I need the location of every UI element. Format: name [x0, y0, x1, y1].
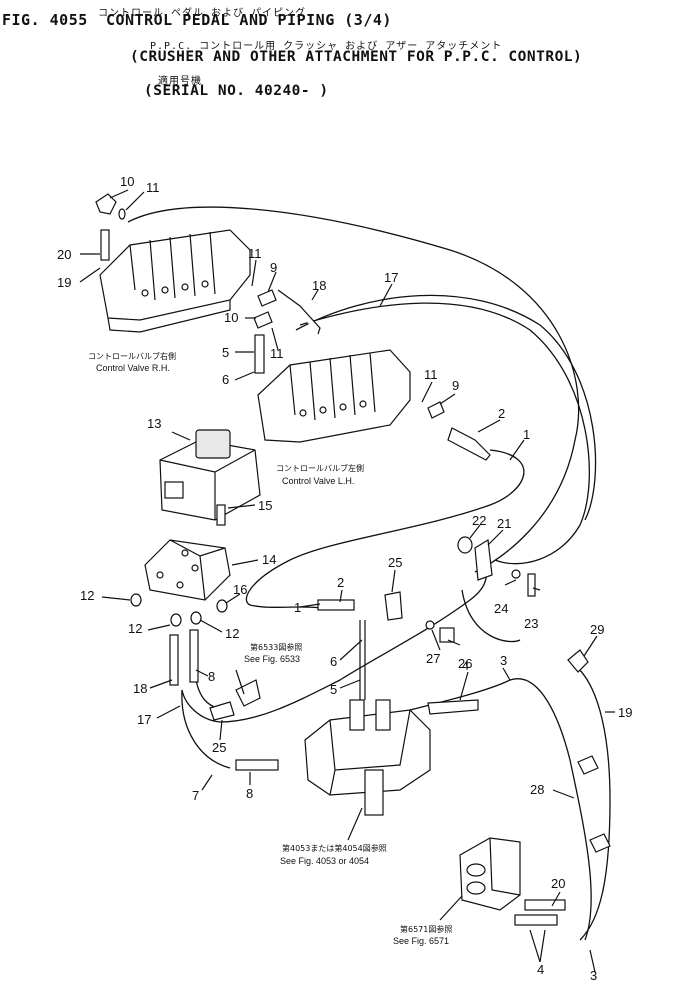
part-number: 12	[128, 621, 142, 636]
part-number: 10	[224, 310, 238, 325]
block-14	[144, 539, 231, 601]
caption-fig6533: See Fig. 6533	[244, 654, 300, 664]
hose-7	[181, 689, 231, 769]
part-number: 2	[337, 575, 344, 590]
part-number: 6	[222, 372, 229, 387]
part-number: 19	[57, 275, 71, 290]
part-number: 11	[424, 367, 438, 382]
part-number: 16	[233, 582, 247, 597]
part-number: 13	[147, 416, 161, 431]
part-number: 21	[497, 516, 511, 531]
caption-valve-rh-jp: コントロールバルブ右側	[88, 351, 176, 361]
ppc-valve	[304, 620, 431, 816]
hose-3-lower	[409, 678, 592, 941]
part-number: 5	[222, 345, 229, 360]
subtitle-japanese: P.P.C. コントロール用 クラッシャ および アザー アタッチメント	[150, 41, 503, 52]
part-number: 6	[330, 654, 337, 669]
part-number: 3	[590, 968, 597, 981]
caption-fig6571-jp: 第6571図参照	[400, 924, 452, 934]
part-number: 20	[57, 247, 71, 262]
hose-19-lower	[577, 667, 611, 941]
subtitle: (CRUSHER AND OTHER ATTACHMENT FOR P.P.C.…	[130, 49, 583, 65]
part-number: 20	[551, 876, 565, 891]
figure-number: FIG. 4055	[2, 11, 88, 29]
part-number: 25	[212, 740, 226, 755]
part-number: 11	[270, 346, 284, 361]
part-number: 18	[133, 681, 147, 696]
hose-27-line	[461, 589, 521, 643]
solenoid-13	[159, 429, 261, 521]
figure-title: CONTROL PEDAL AND PIPING (3/4)	[106, 11, 392, 29]
part-number: 17	[384, 270, 398, 285]
part-number: 22	[472, 513, 486, 528]
part-number: 12	[80, 588, 94, 603]
caption-fig4053: See Fig. 4053 or 4054	[280, 856, 369, 866]
caption-valve-rh: Control Valve R.H.	[96, 363, 170, 373]
part-number: 5	[330, 682, 337, 697]
control-valve-rh	[99, 229, 251, 333]
part-number: 10	[120, 174, 134, 189]
fittings	[95, 193, 611, 926]
part-number: 25	[388, 555, 402, 570]
part-number: 26	[458, 656, 472, 671]
part-number: 12	[225, 626, 239, 641]
part-number: 7	[192, 788, 199, 803]
part-number: 19	[618, 705, 632, 720]
hose-19-upper	[299, 302, 591, 565]
part-number: 4	[537, 962, 544, 977]
part-number: 3	[500, 653, 507, 668]
part-number: 28	[530, 782, 544, 797]
attachment-valve	[459, 837, 521, 911]
part-number: 4	[462, 658, 469, 673]
part-number: 8	[246, 786, 253, 801]
caption-fig6533-jp: 第6533図参照	[250, 642, 302, 652]
part-number: 9	[452, 378, 459, 393]
part-number: 15	[258, 498, 272, 513]
hose-17-lower	[295, 294, 597, 521]
part-number: 11	[248, 246, 262, 261]
hose-17-loop	[181, 559, 487, 723]
part-number: 1	[294, 600, 301, 615]
part-number: 9	[270, 260, 277, 275]
bolt-15	[216, 504, 226, 526]
part-number: 17	[137, 712, 151, 727]
part-number: 1	[523, 427, 530, 442]
part-number: 18	[312, 278, 326, 293]
part-number: 29	[590, 622, 604, 637]
hose-1	[245, 449, 525, 609]
caption-valve-lh-jp: コントロールバルブ左側	[276, 463, 364, 473]
part-number: 27	[426, 651, 440, 666]
caption-valve-lh: Control Valve L.H.	[282, 476, 354, 486]
serial-japanese: 適用号機	[158, 76, 202, 87]
title-japanese: コントロール ペダル および パイピング	[98, 8, 307, 19]
caption-fig6571: See Fig. 6571	[393, 936, 449, 946]
part-number: 8	[208, 669, 215, 684]
caption-fig4053-jp: 第4053または第4054図参照	[282, 843, 387, 853]
part-number: 11	[146, 180, 160, 195]
part-number: 2	[498, 406, 505, 421]
serial-number: (SERIAL NO. 40240- )	[144, 83, 329, 99]
hose-17-upper	[127, 206, 580, 573]
part-number: 24	[494, 601, 508, 616]
control-valve-lh	[257, 349, 411, 443]
part-number: 23	[524, 616, 538, 631]
leader-lines	[79, 189, 615, 973]
part-number: 14	[262, 552, 276, 567]
